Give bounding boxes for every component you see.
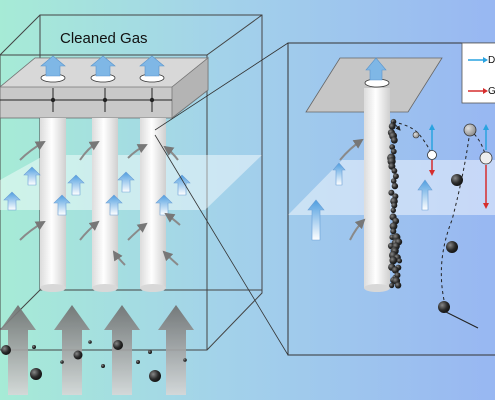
dirty-gas-inlet-arrows [0,305,194,395]
dust-cake-particle [394,282,402,289]
dust-cake-particle [391,202,398,209]
zoom-panel [287,42,495,356]
dust-cake-particle [391,182,399,190]
dust-cake-particle [391,266,399,274]
dust-cake-particle [390,228,397,235]
legend-g-label: G [488,86,495,97]
dust-cake-particle [390,178,397,184]
particles-zoom [412,123,493,313]
cleaned-gas-arrows [40,55,165,77]
legend-d-label: D [488,55,495,66]
dust-cake-particle [388,122,396,130]
dust-cake-particle [389,144,396,150]
force-arrows [429,124,489,209]
dust-cake-particle [389,282,395,289]
dust-cake-particle [388,189,395,196]
dust-particles-inlet [1,340,187,382]
flow-up-arrows [3,166,191,216]
dust-cake-particle [389,222,398,231]
particle-tail [445,311,479,329]
dust-cake-particle [392,173,399,180]
filter-tube-zoom [364,57,390,292]
dust-cake-particle [396,258,403,264]
dust-cake-particle [391,167,398,174]
gas-flow-curves [19,140,181,266]
cleaned-gas-label: Cleaned Gas [60,30,148,47]
dust-cake-particle [390,207,396,213]
trajectory-arrow [392,121,401,131]
dust-cake-particle [390,148,397,155]
zoom-lines [154,42,289,356]
flow-up-arrows-zoom [307,162,433,241]
dust-cake-particle [389,256,398,265]
dust-cake [387,118,403,289]
gas-flow-curves-zoom [339,138,366,241]
legend-d-arrow-icon [468,57,488,63]
legend-g-arrow-icon [468,88,488,94]
dust-cake-particle [394,272,401,279]
legend-box [461,42,495,104]
dust-cake-particle [390,136,398,144]
